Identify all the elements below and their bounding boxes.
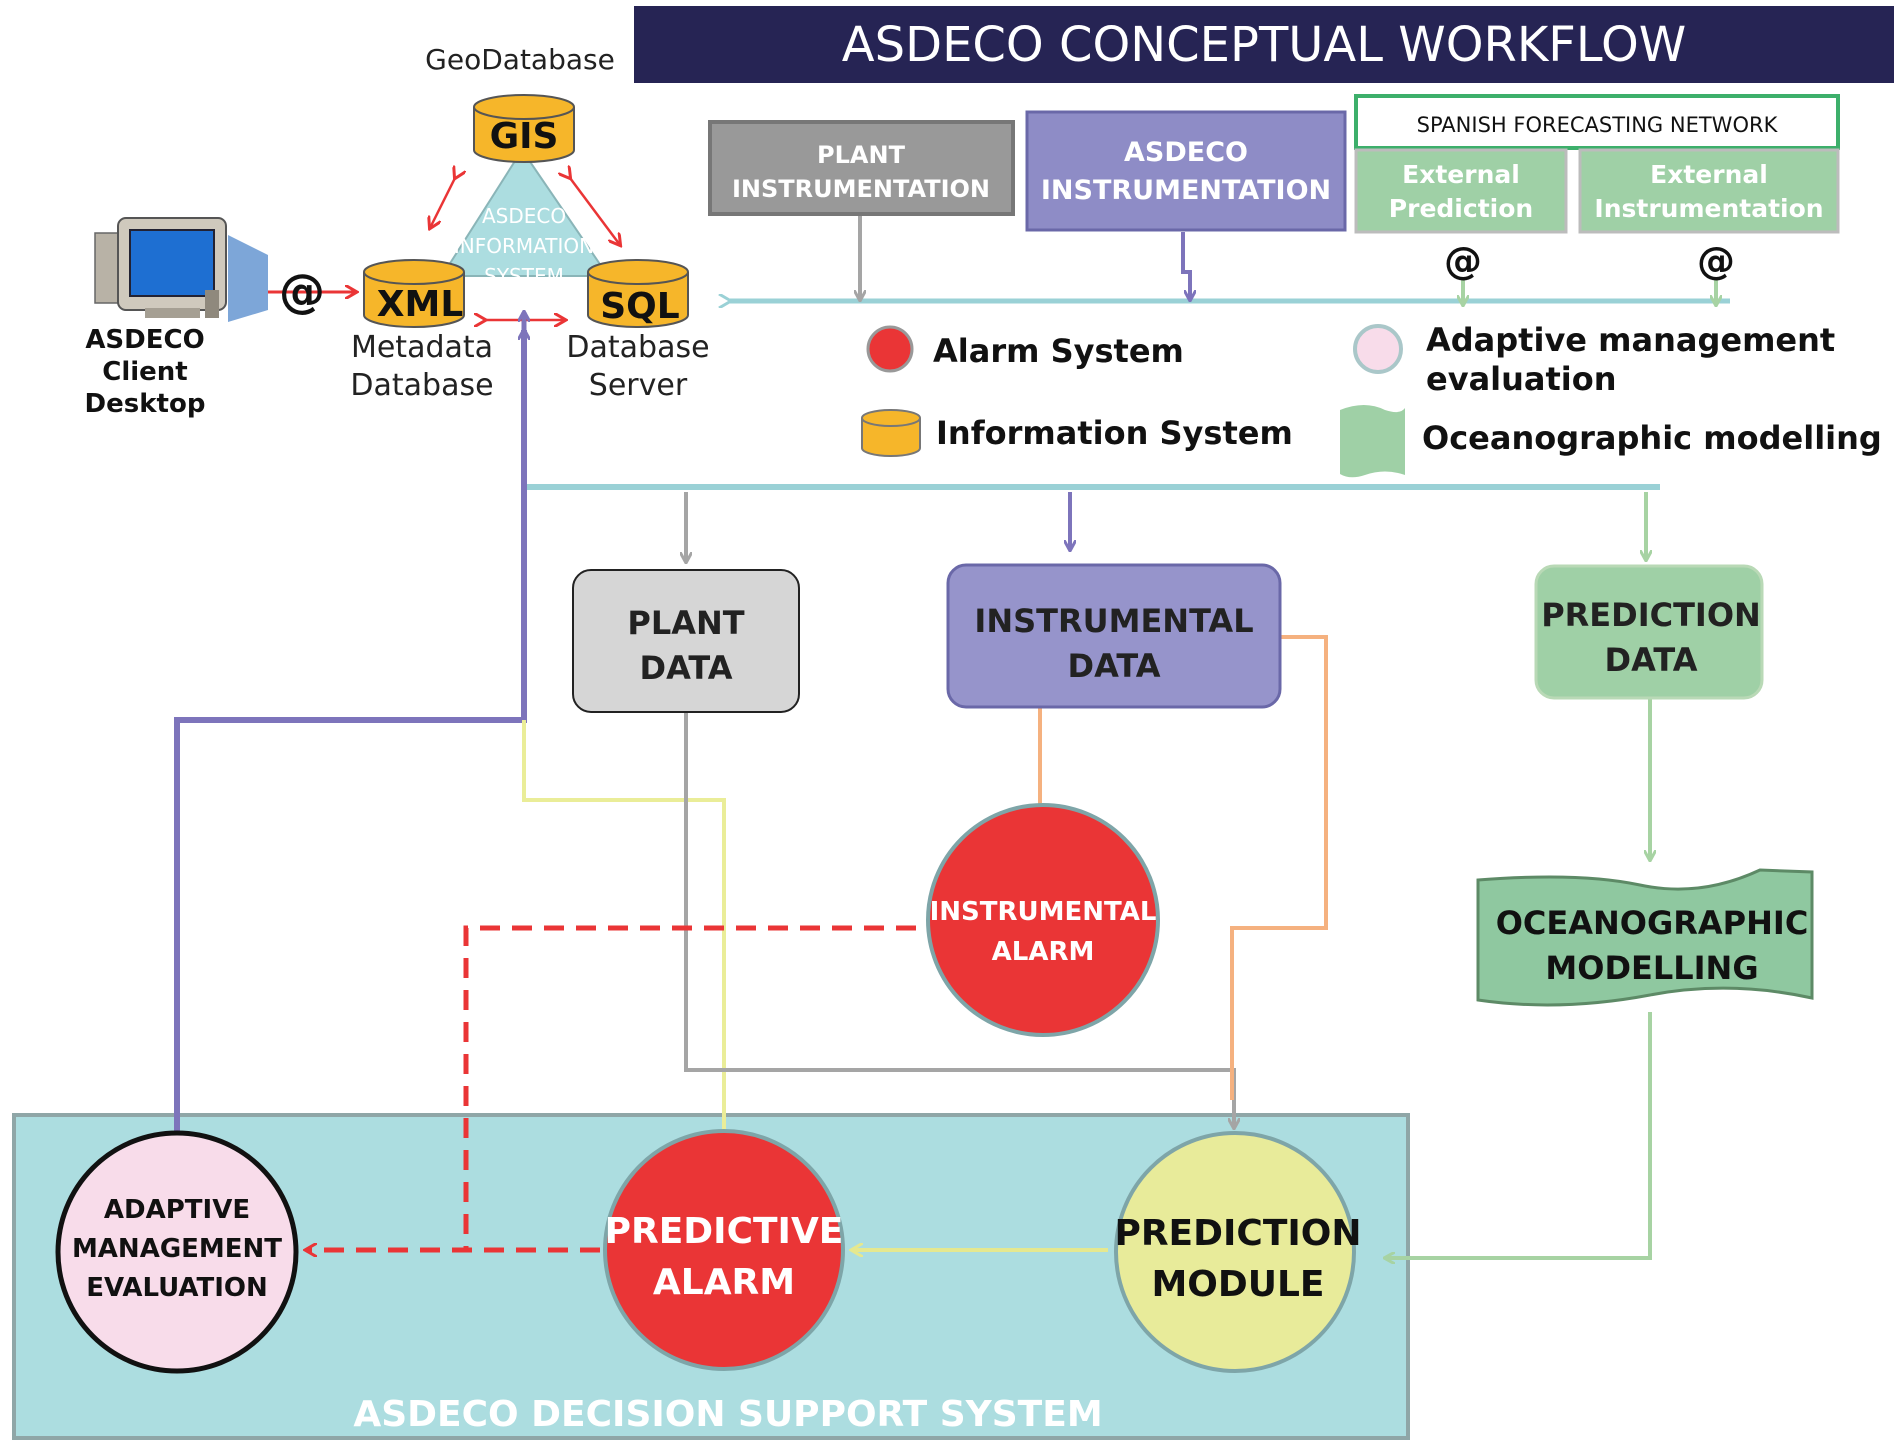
svg-text:PREDICTION: PREDICTION [1114, 1213, 1361, 1254]
svg-text:ADAPTIVE: ADAPTIVE [104, 1195, 250, 1225]
legend-adaptive-label-1: Adaptive management [1426, 321, 1835, 359]
svg-text:ASDECO: ASDECO [1124, 137, 1248, 168]
title-bar [634, 6, 1894, 83]
svg-text:External: External [1402, 160, 1520, 189]
instrumental-alarm-node: INSTRUMENTAL ALARM [926, 803, 1160, 1037]
prediction-data-node: PREDICTION DATA [1534, 564, 1764, 700]
info-system-triangle [440, 148, 610, 277]
db-server-label-2: Server [589, 368, 688, 403]
svg-text:DATA: DATA [640, 649, 733, 687]
svg-text:PREDICTIVE: PREDICTIVE [605, 1211, 844, 1252]
predictive-yellow-line [522, 720, 726, 1140]
svg-text:INSTRUMENTATION: INSTRUMENTATION [732, 175, 990, 203]
gis-cylinder: GIS [473, 94, 575, 163]
external-instrumentation-box: External Instrumentation [1578, 148, 1840, 234]
svg-text:Instrumentation: Instrumentation [1594, 194, 1823, 223]
svg-text:GIS: GIS [490, 116, 559, 157]
svg-text:INSTRUMENTATION: INSTRUMENTATION [1041, 175, 1331, 206]
legend-info-icon [861, 409, 921, 457]
svg-text:DATA: DATA [1068, 647, 1161, 685]
plant-data-node: PLANT DATA [572, 569, 800, 713]
ocean-to-prediction-module-line [1385, 1012, 1652, 1258]
legend-alarm-icon [866, 325, 914, 373]
svg-text:PREDICTION: PREDICTION [1541, 596, 1761, 634]
svg-text:DATA: DATA [1605, 641, 1698, 679]
svg-text:INSTRUMENTAL: INSTRUMENTAL [930, 897, 1157, 927]
connectors [174, 178, 1730, 1258]
adaptive-feedback-line [174, 330, 524, 1138]
geodatabase-label: GeoDatabase [425, 43, 615, 76]
instrumental-data-node: INSTRUMENTAL DATA [946, 563, 1282, 709]
info-system-core-line-2: INFORMATION [454, 234, 594, 258]
svg-text:External: External [1650, 160, 1768, 189]
spanish-forecasting-network: SPANISH FORECASTING NETWORK [1354, 94, 1840, 150]
svg-text:ALARM: ALARM [992, 937, 1095, 967]
client-at-symbol: @ [279, 264, 325, 318]
legend: Alarm System Information System Adaptive… [861, 321, 1882, 478]
metadata-db-label-1: Metadata [351, 330, 493, 365]
svg-text:XML: XML [377, 284, 464, 325]
svg-text:MODULE: MODULE [1151, 1264, 1324, 1305]
ext-pred-at-symbol: @ [1444, 239, 1482, 283]
predictive-alarm-node: PREDICTIVE ALARM [603, 1129, 845, 1371]
legend-ocean-icon [1340, 405, 1405, 478]
dss-label: ASDECO DECISION SUPPORT SYSTEM [353, 1394, 1102, 1435]
svg-text:SPANISH FORECASTING NETWORK: SPANISH FORECASTING NETWORK [1417, 113, 1779, 137]
svg-text:EVALUATION: EVALUATION [86, 1273, 268, 1303]
plant-instrumentation-box: PLANT INSTRUMENTATION [708, 120, 1015, 216]
prediction-module-node: PREDICTION MODULE [1114, 1131, 1362, 1373]
client-label-2: Client [102, 357, 187, 387]
client-label-3: Desktop [85, 389, 206, 419]
legend-ocean-label: Oceanographic modelling [1422, 419, 1882, 457]
svg-text:OCEANOGRAPHIC: OCEANOGRAPHIC [1496, 904, 1809, 942]
oceanographic-modelling-node: OCEANOGRAPHIC MODELLING [1476, 868, 1814, 1007]
svg-text:MODELLING: MODELLING [1545, 949, 1758, 987]
inst-alarm-dashed-line [463, 925, 916, 1250]
svg-text:ALARM: ALARM [653, 1262, 795, 1303]
sql-cylinder: SQL [587, 259, 689, 328]
db-server-label-1: Database [566, 330, 709, 365]
inst-data-to-prediction-line [1230, 635, 1328, 1100]
svg-text:PLANT: PLANT [817, 141, 906, 169]
xml-cylinder: XML [363, 259, 465, 328]
legend-alarm-label: Alarm System [933, 332, 1184, 370]
adaptive-management-node: ADAPTIVE MANAGEMENT EVALUATION [55, 1130, 299, 1374]
client-label-1: ASDECO [85, 325, 204, 355]
svg-text:Prediction: Prediction [1389, 194, 1533, 223]
computer-icon [94, 217, 268, 322]
metadata-db-label-2: Database [350, 368, 493, 403]
legend-adaptive-label-2: evaluation [1426, 360, 1617, 398]
legend-info-label: Information System [936, 414, 1293, 452]
svg-text:MANAGEMENT: MANAGEMENT [72, 1234, 282, 1264]
svg-text:SQL: SQL [600, 286, 679, 327]
asdeco-instrumentation-box: ASDECO INSTRUMENTATION [1025, 110, 1347, 232]
asdeco-input-arrow [1181, 232, 1190, 300]
diagram-title: ASDECO CONCEPTUAL WORKFLOW [842, 17, 1686, 73]
svg-text:PLANT: PLANT [627, 604, 744, 642]
info-system-core-line-1: ASDECO [482, 204, 566, 228]
legend-adaptive-icon [1353, 324, 1403, 374]
ext-inst-at-symbol: @ [1697, 239, 1735, 283]
info-system-core-line-3: SYSTEM [484, 264, 564, 288]
svg-text:INSTRUMENTAL: INSTRUMENTAL [974, 602, 1253, 640]
external-prediction-box: External Prediction [1354, 148, 1568, 234]
